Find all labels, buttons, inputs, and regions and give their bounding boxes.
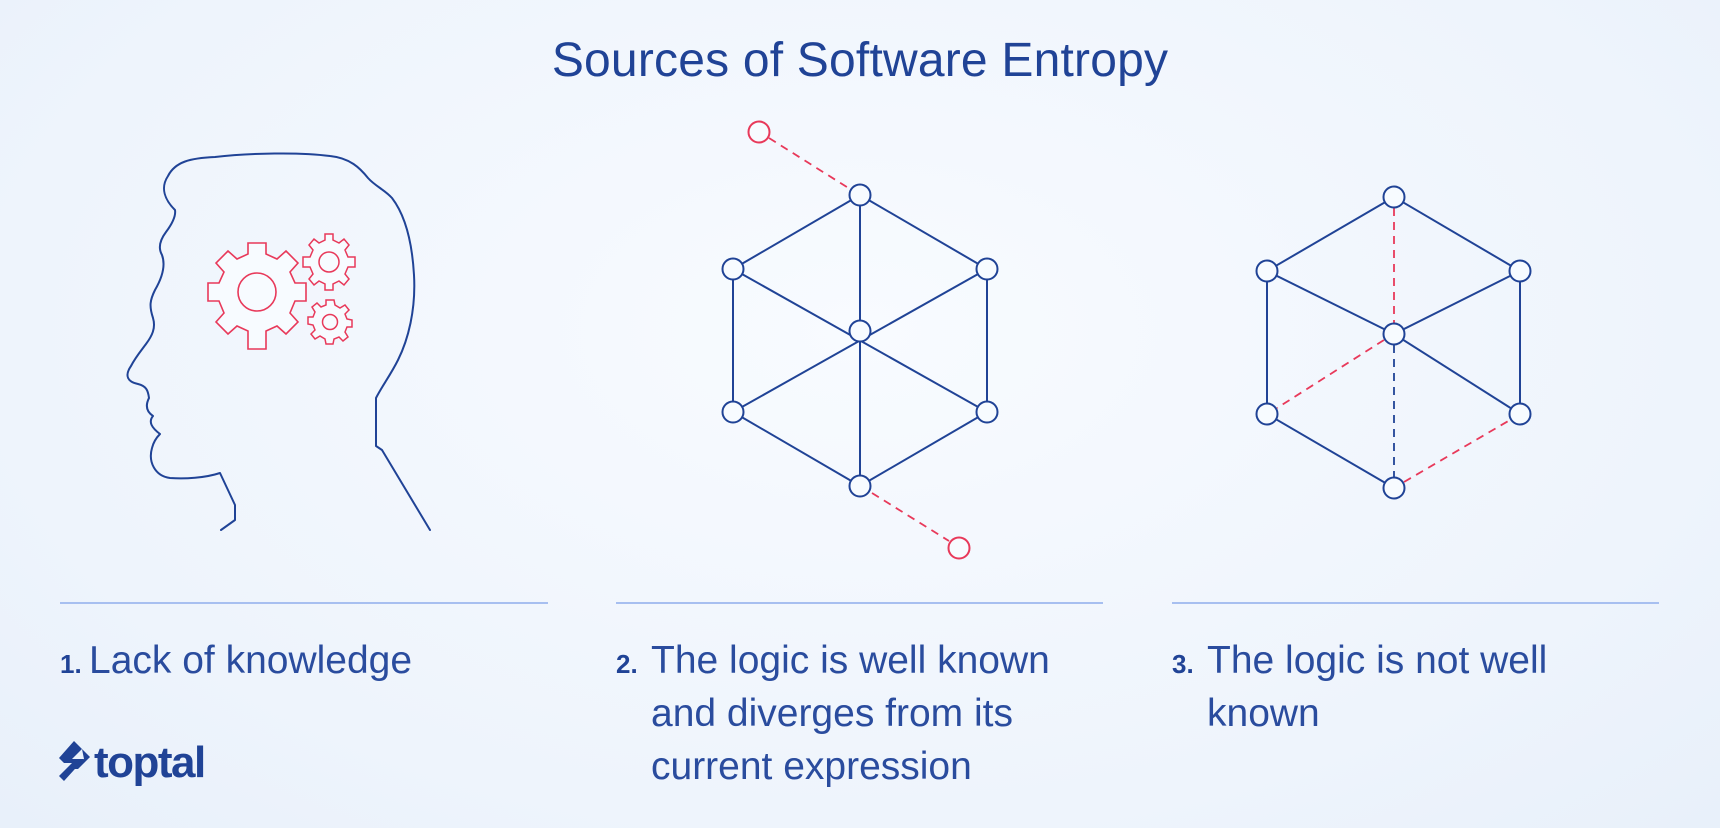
caption-line: The logic is not well: [1207, 639, 1548, 682]
page-title: Sources of Software Entropy: [551, 34, 1169, 87]
hexagon-graph-diverging-icon: [721, 120, 999, 560]
toptal-logo-icon: [59, 741, 90, 781]
graph-edges: [1266, 196, 1521, 489]
graph-nodes: [721, 183, 999, 498]
hexagon-graph-incomplete-icon: [1255, 185, 1532, 500]
divider-2: [616, 602, 1103, 604]
caption-text: Lack of knowledge: [89, 639, 413, 682]
caption-number: 3.: [1172, 649, 1194, 679]
caption-line: known: [1207, 692, 1320, 735]
graph-nodes: [1255, 185, 1532, 500]
unknown-edges: [1276, 208, 1511, 483]
caption-3: 3. The logic is not well known: [1172, 634, 1672, 740]
caption-number: 2.: [616, 649, 638, 679]
small-gear-icon: [307, 299, 353, 345]
divergence-edges: [768, 137, 950, 542]
toptal-logo: toptal: [58, 738, 206, 788]
caption-2: 2. The logic is well known and diverges …: [616, 634, 1116, 793]
large-gear-icon: [207, 242, 307, 350]
caption-1: 1. Lack of knowledge: [60, 634, 550, 687]
head-outline: [126, 152, 431, 531]
caption-line: current expression: [651, 745, 972, 788]
small-gear-icon: [302, 233, 356, 291]
divergent-nodes: [747, 120, 971, 560]
caption-number: 1.: [60, 649, 82, 679]
logo-wordmark: toptal: [94, 738, 206, 787]
divider-3: [1172, 602, 1659, 604]
head-with-gears-icon: [126, 152, 431, 531]
caption-line: and diverges from its: [651, 692, 1013, 735]
caption-line: The logic is well known: [651, 639, 1050, 682]
divider-1: [60, 602, 548, 604]
